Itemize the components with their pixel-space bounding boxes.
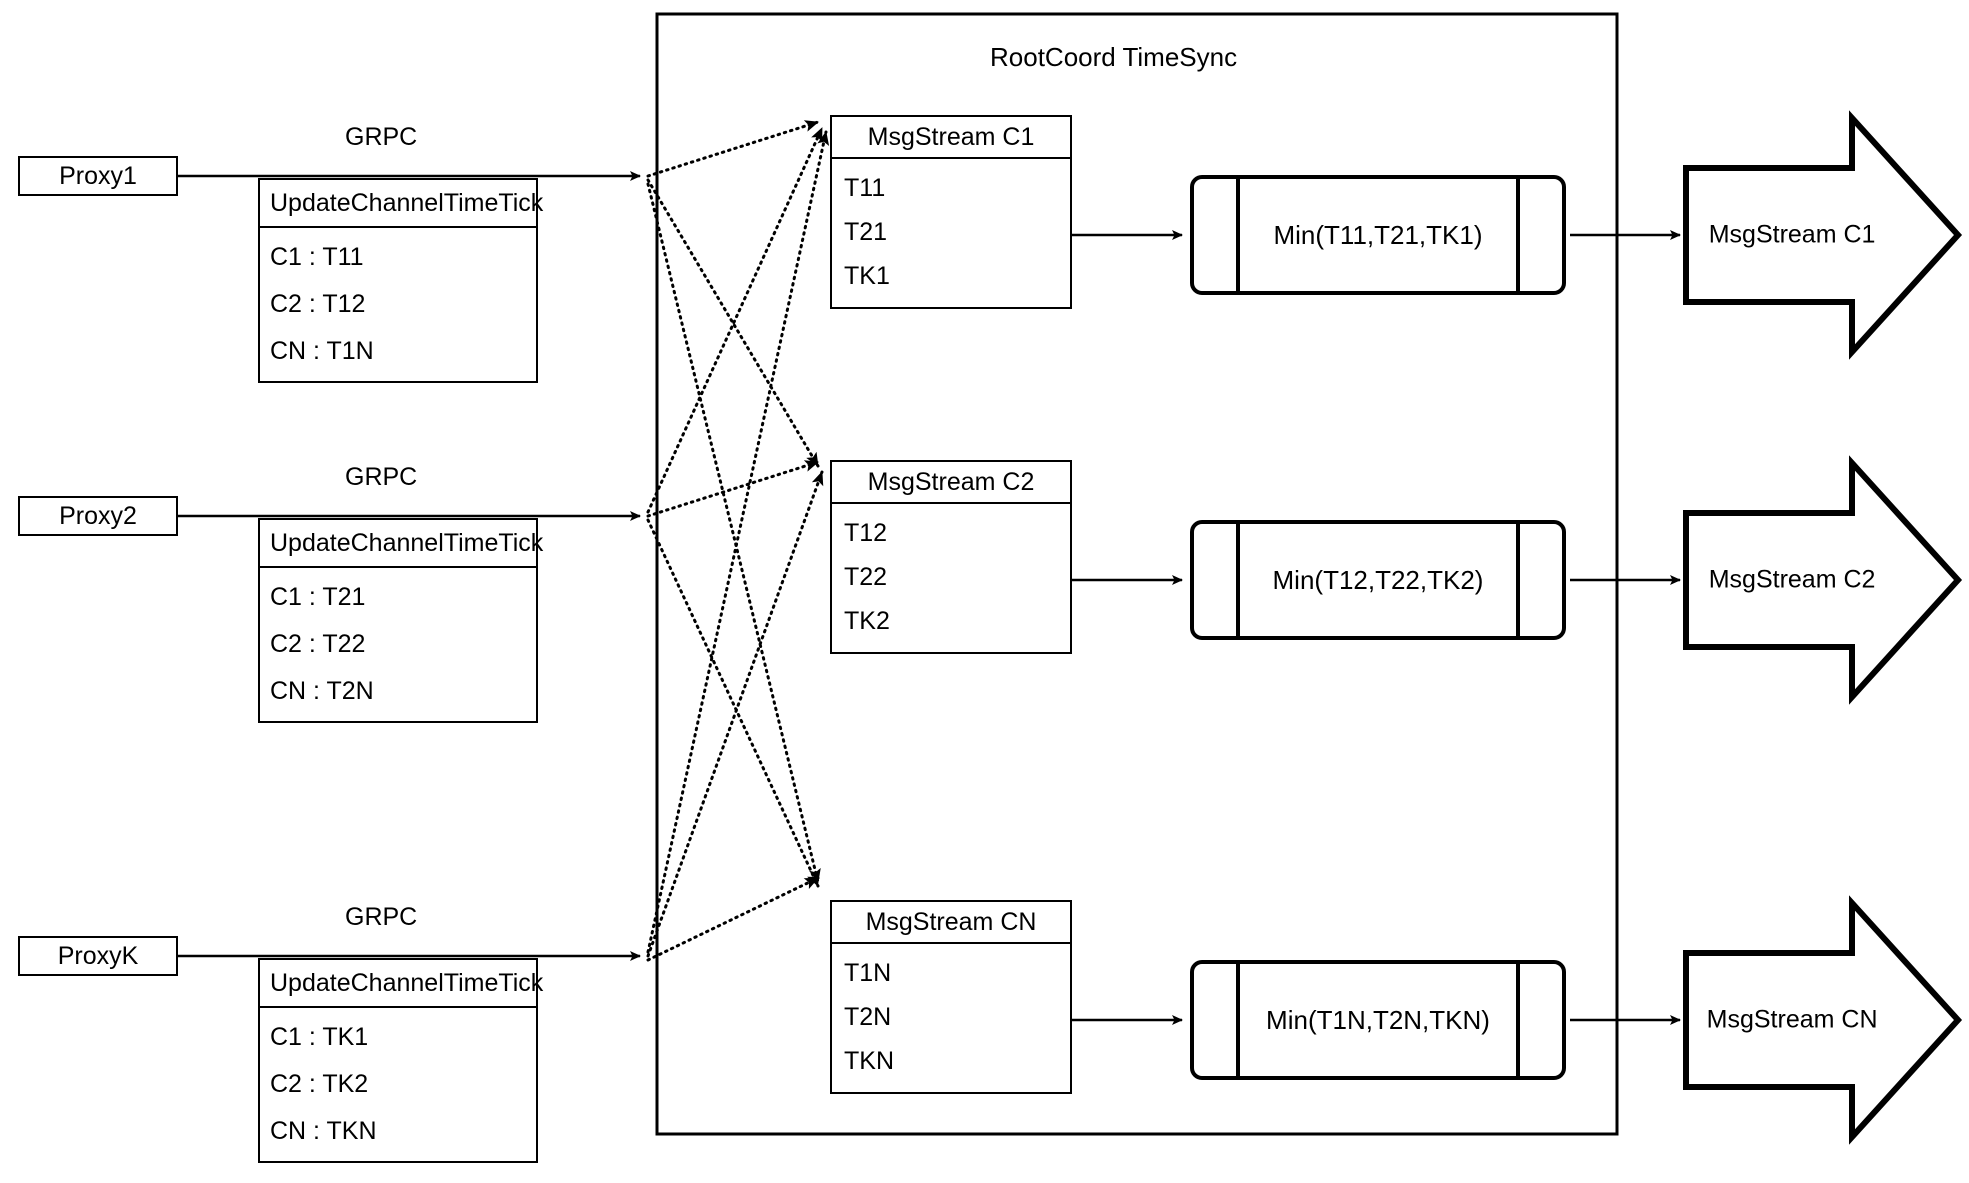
update-channel-timetick-table-2: UpdateChannelTimeTick C1 : T21 C2 : T22 …	[258, 518, 543, 723]
msgstream-body-c2: T12 T22 TK2	[832, 504, 1070, 652]
uct-header-2: UpdateChannelTimeTick	[260, 520, 543, 568]
dotted-p1-c2	[646, 178, 820, 468]
msgstream-row: TK1	[844, 262, 890, 291]
output-label: MsgStream C2	[1708, 565, 1876, 594]
min-box-c2: Min(T12,T22,TK2)	[1190, 520, 1566, 640]
output-block-arrow-c2: MsgStream C2	[1686, 463, 1958, 697]
container-title: RootCoord TimeSync	[990, 42, 1238, 72]
msgstream-row: TK2	[844, 607, 890, 636]
msgstream-table-c1: MsgStream C1 T11 T21 TK1	[830, 115, 1072, 309]
msgstream-header-c2: MsgStream C2	[832, 462, 1070, 504]
uct-body-k: C1 : TK1 C2 : TK2 CN : TKN	[260, 1008, 536, 1161]
dotted-p1-cn	[646, 182, 821, 884]
uct-row: C2 : TK2	[270, 1069, 369, 1098]
min-label: Min(T11,T21,TK1)	[1273, 219, 1483, 250]
min-label: Min(T1N,T2N,TKN)	[1266, 1004, 1490, 1035]
min-box-c1: Min(T11,T21,TK1)	[1190, 175, 1566, 295]
uct-row: C2 : T22	[270, 629, 366, 658]
uct-row: C1 : T11	[270, 242, 364, 271]
proxy-box-2[interactable]: Proxy2	[18, 496, 178, 536]
dotted-pk-c2	[646, 470, 824, 958]
uct-body-1: C1 : T11 C2 : T12 CN : T1N	[260, 228, 536, 381]
min-box-cn: Min(T1N,T2N,TKN)	[1190, 960, 1566, 1080]
dotted-p2-c1	[646, 126, 824, 514]
msgstream-body-c1: T11 T21 TK1	[832, 159, 1070, 307]
min-label: Min(T12,T22,TK2)	[1272, 564, 1484, 595]
grpc-label-2: GRPC	[345, 463, 418, 491]
msgstream-header-c1: MsgStream C1	[832, 117, 1070, 159]
proxy-label: Proxy1	[59, 161, 137, 190]
uct-header-1: UpdateChannelTimeTick	[260, 180, 543, 228]
dotted-p2-c2	[646, 460, 820, 518]
uct-row: CN : T1N	[270, 336, 374, 365]
msgstream-body-cn: T1N T2N TKN	[832, 944, 1070, 1092]
update-channel-timetick-table-1: UpdateChannelTimeTick C1 : T11 C2 : T12 …	[258, 178, 543, 383]
msgstream-row: T22	[844, 563, 888, 592]
dotted-pk-cn	[646, 876, 820, 962]
uct-row: CN : TKN	[270, 1116, 377, 1145]
uct-body-2: C1 : T21 C2 : T22 CN : T2N	[260, 568, 536, 721]
msgstream-row: T11	[844, 174, 886, 203]
proxy-box-k[interactable]: ProxyK	[18, 936, 178, 976]
uct-row: CN : T2N	[270, 676, 374, 705]
dotted-pk-c1	[646, 130, 830, 954]
uct-row: C2 : T12	[270, 289, 366, 318]
uct-row: C1 : TK1	[270, 1022, 369, 1051]
uct-header-k: UpdateChannelTimeTick	[260, 960, 543, 1008]
msgstream-row: T1N	[844, 959, 892, 988]
msgstream-row: T12	[844, 519, 888, 548]
output-block-arrow-cn: MsgStream CN	[1686, 903, 1958, 1137]
proxy-box-1[interactable]: Proxy1	[18, 156, 178, 196]
update-channel-timetick-table-k: UpdateChannelTimeTick C1 : TK1 C2 : TK2 …	[258, 958, 543, 1163]
msgstream-row: T2N	[844, 1003, 892, 1032]
msgstream-table-c2: MsgStream C2 T12 T22 TK2	[830, 460, 1072, 654]
output-label: MsgStream C1	[1708, 220, 1876, 249]
grpc-label-1: GRPC	[345, 123, 418, 151]
msgstream-row: TKN	[844, 1047, 894, 1076]
proxy-label: Proxy2	[59, 501, 137, 530]
output-label: MsgStream CN	[1706, 1005, 1878, 1034]
proxy-label: ProxyK	[57, 941, 139, 970]
msgstream-header-cn: MsgStream CN	[832, 902, 1070, 944]
msgstream-row: T21	[844, 218, 888, 247]
dotted-p2-cn	[646, 518, 820, 888]
output-block-arrow-c1: MsgStream C1	[1686, 118, 1958, 352]
uct-row: C1 : T21	[270, 582, 366, 611]
dotted-p1-c1	[646, 120, 820, 178]
msgstream-table-cn: MsgStream CN T1N T2N TKN	[830, 900, 1072, 1094]
grpc-label-k: GRPC	[345, 903, 418, 931]
